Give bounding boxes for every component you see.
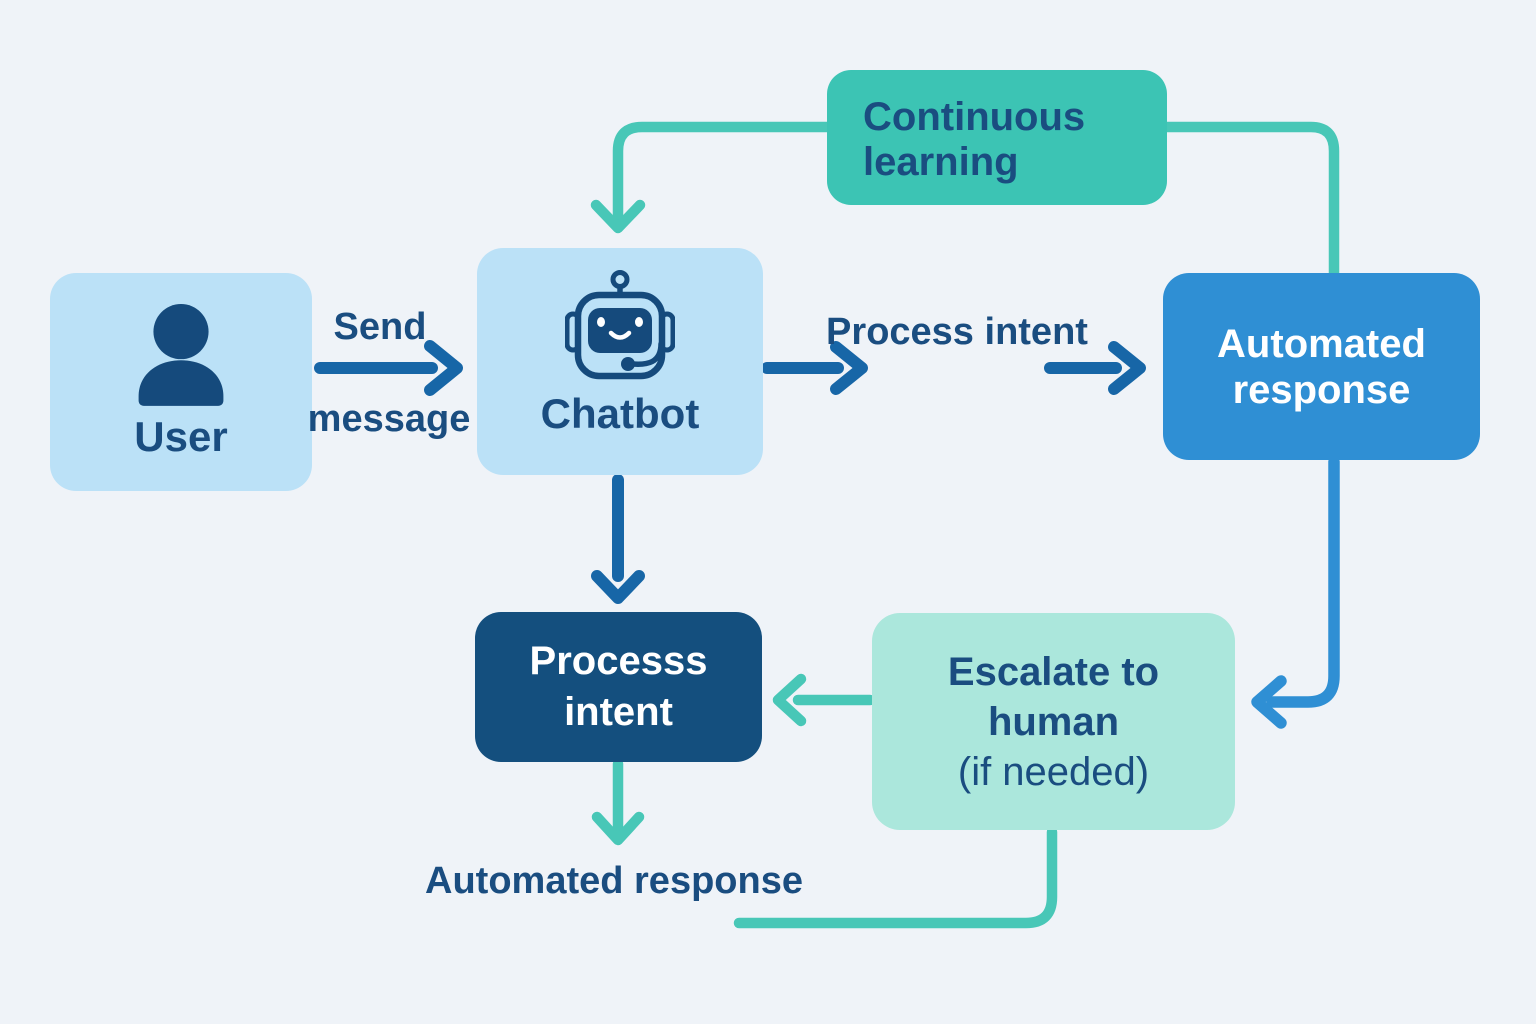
node-continuous-learning: Continuous learning [827, 70, 1167, 205]
edge-automated-to-continuous [1161, 121, 1340, 282]
edge-label-message: message [307, 398, 471, 440]
node-chatbot-label: Chatbot [540, 390, 700, 437]
node-escalate-line3: (if needed) [957, 749, 1150, 794]
label-automated-response-line1: Automated [425, 860, 624, 902]
blue-elbow-group [1251, 456, 1340, 729]
edge-label-send: Send [333, 306, 427, 348]
edge-process-intent-to-automated-text-arrowhead-icon [591, 811, 645, 846]
node-automated-response-line1: Automated [1217, 321, 1426, 366]
edge-chatbot-to-label-arrowhead-icon [830, 341, 868, 395]
robot-icon [565, 270, 675, 380]
label-automated-response-line2: response [634, 860, 803, 902]
node-process-intent-line1: Processs [529, 639, 708, 683]
node-escalate-to-human: Escalate to human (if needed) [872, 613, 1235, 830]
node-escalate-line1: Escalate to [947, 649, 1160, 694]
node-escalate-line2: human [987, 699, 1120, 744]
node-process-intent: Processs intent [475, 612, 762, 762]
edge-label-process-intent: Process intent [826, 310, 1088, 354]
edge-automated-to-escalate [1266, 456, 1340, 708]
node-user: User [50, 273, 312, 491]
node-continuous-learning-line2: learning [863, 140, 1019, 184]
node-automated-response-line2: response [1232, 367, 1411, 412]
robot-mic [621, 357, 635, 371]
edge-label-to-automated-arrowhead-icon [1108, 341, 1146, 395]
node-process-intent-line2: intent [564, 690, 673, 734]
label-automated-response-text: Automated response [425, 855, 803, 907]
edge-continuous-to-chatbot-arrowhead-icon [590, 199, 646, 234]
teal-lines-group [590, 121, 1340, 929]
node-continuous-learning-line1: Continuous [863, 95, 1086, 139]
node-automated-response: Automated response [1163, 273, 1480, 460]
node-user-label: User [134, 413, 228, 460]
blue-arrows-group [314, 340, 1146, 604]
edge-automated-to-escalate-arrowhead-icon [1251, 675, 1287, 729]
robot-face [588, 308, 652, 353]
edge-escalate-to-automated-text [733, 826, 1058, 929]
edge-chatbot-to-process-intent-arrowhead-icon [591, 570, 645, 604]
node-chatbot: Chatbot [477, 248, 763, 475]
user-icon [138, 304, 224, 406]
edge-label-process-intent-line1: Process [826, 311, 974, 353]
edge-user-to-chatbot-arrowhead-icon [424, 340, 463, 396]
edge-escalate-to-process-intent-arrowhead-icon [772, 673, 807, 727]
edge-continuous-to-chatbot [612, 121, 833, 226]
edge-label-process-intent-line2: intent [984, 311, 1088, 353]
